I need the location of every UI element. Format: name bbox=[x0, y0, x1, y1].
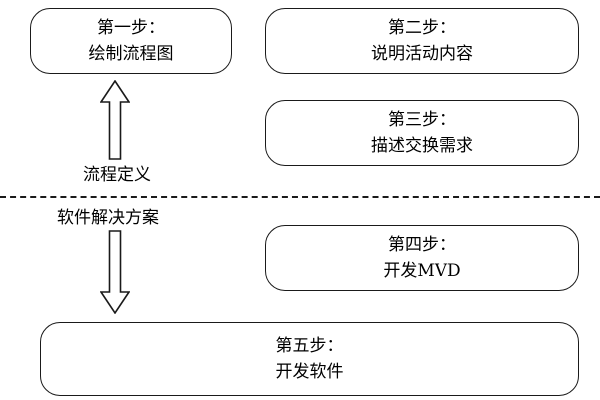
step2-box: 第二步： 说明活动内容 bbox=[265, 8, 579, 74]
step5-title: 第五步： bbox=[275, 336, 344, 356]
step4-description: 开发MVD bbox=[383, 261, 461, 281]
step1-title: 第一步： bbox=[97, 18, 165, 38]
up-block-arrow-icon bbox=[100, 80, 130, 160]
software-solution-label: 软件解决方案 bbox=[57, 208, 159, 228]
step2-title: 第二步： bbox=[388, 18, 456, 38]
step1-box: 第一步： 绘制流程图 bbox=[30, 8, 232, 74]
step3-title: 第三步： bbox=[388, 110, 456, 130]
step3-box: 第三步： 描述交换需求 bbox=[265, 100, 579, 166]
step5-description: 开发软件 bbox=[275, 362, 344, 382]
process-definition-label: 流程定义 bbox=[83, 165, 151, 185]
step4-box: 第四步： 开发MVD bbox=[265, 225, 579, 291]
step2-description: 说明活动内容 bbox=[371, 44, 473, 64]
down-block-arrow-icon bbox=[100, 230, 130, 314]
step5-box: 第五步： 开发软件 bbox=[40, 322, 579, 396]
step1-description: 绘制流程图 bbox=[88, 44, 174, 64]
phase-divider-dashed-line bbox=[0, 196, 600, 198]
step3-description: 描述交换需求 bbox=[371, 136, 473, 156]
step4-title: 第四步： bbox=[388, 235, 456, 255]
